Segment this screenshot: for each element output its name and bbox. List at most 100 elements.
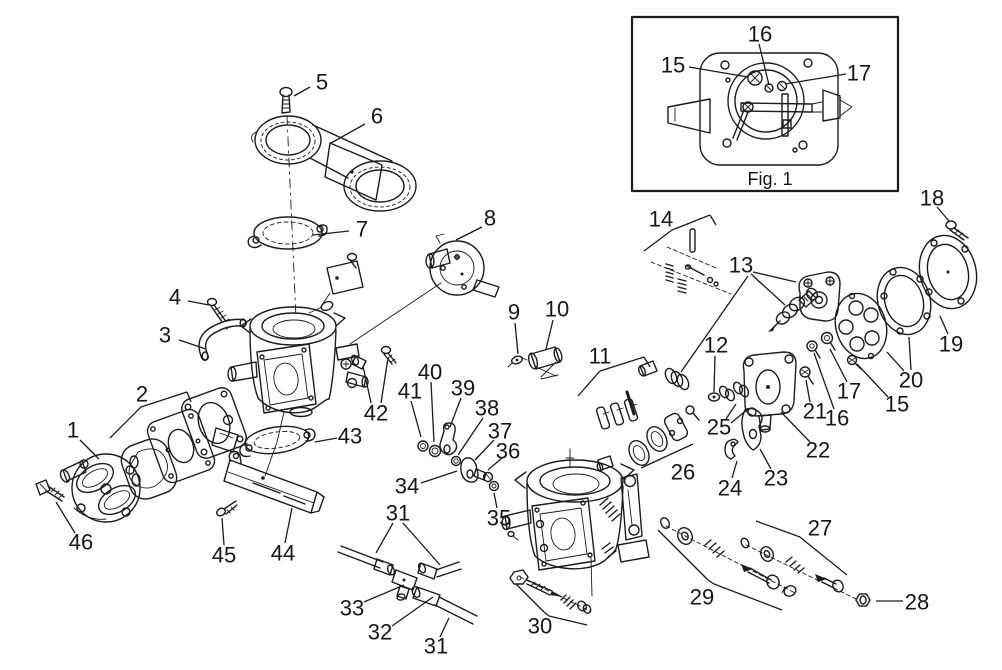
part-26-gasket-set	[628, 405, 700, 466]
callout-23: 23	[764, 466, 788, 491]
part-29-needle-kit	[659, 517, 797, 597]
leader-line-36	[487, 457, 503, 471]
leader-line-46	[55, 501, 76, 534]
callout-42: 42	[364, 401, 388, 426]
part-23-lever	[741, 407, 763, 451]
part-7-gasket	[247, 216, 328, 250]
callout-12: 12	[704, 333, 728, 358]
callout-17: 17	[837, 379, 861, 404]
callout-29: 29	[690, 585, 714, 610]
part-34-to-41-hardware	[417, 422, 500, 492]
callout-3: 3	[159, 323, 171, 348]
callout-36: 36	[496, 439, 520, 464]
leader-line-39	[449, 397, 462, 428]
fig1-caption: Fig. 1	[747, 169, 792, 189]
leader-line-13	[680, 275, 749, 373]
callout-45: 45	[212, 543, 236, 568]
assembly-axis-line-2	[264, 411, 285, 477]
leader-line-20	[886, 351, 905, 372]
leader-line-23	[759, 448, 772, 470]
callout-37: 37	[488, 419, 512, 444]
leader-line-35	[493, 492, 498, 509]
callout-17: 17	[847, 61, 871, 86]
callout-7: 7	[356, 217, 368, 242]
leader-line-40	[430, 381, 435, 443]
leader-line-29	[657, 529, 709, 581]
callout-16: 16	[825, 406, 849, 431]
callout-32: 32	[368, 620, 392, 645]
carburetor-body-1	[211, 306, 369, 453]
callout-31: 31	[386, 501, 410, 526]
leader-line-26	[666, 443, 694, 457]
callout-30: 30	[528, 614, 552, 639]
leader-line-1	[79, 439, 100, 460]
part-30-adjuster-kit	[509, 569, 592, 614]
part-11-jet-kit	[595, 360, 658, 430]
leader-line-45	[221, 517, 225, 546]
callout-43: 43	[338, 424, 362, 449]
leader-line-2	[140, 391, 188, 408]
callout-25: 25	[707, 415, 731, 440]
callout-8: 8	[484, 206, 496, 231]
callout-40: 40	[418, 360, 442, 385]
leader-line-15	[856, 363, 889, 398]
leader-line-32	[391, 596, 434, 627]
part-14-repair-kit	[650, 228, 732, 295]
part-44-plate	[223, 450, 325, 514]
part-33-tee-fitting	[391, 569, 418, 601]
callout-13: 13	[729, 253, 753, 278]
part-19-diaphragm-plate	[918, 234, 978, 310]
leader-line-30	[548, 615, 588, 626]
part-20-plate-and-gasket	[834, 266, 932, 360]
leader-line-41	[410, 400, 422, 438]
leader-line-17	[784, 73, 847, 85]
part-28-cap-nut	[855, 593, 871, 607]
leader-line-19	[939, 315, 949, 335]
callout-27: 27	[808, 516, 832, 541]
leader-line-11	[599, 356, 645, 372]
leader-line-11	[643, 356, 651, 368]
leader-line-17	[829, 348, 848, 383]
leader-line-29	[707, 579, 715, 585]
leader-line-10	[545, 319, 554, 350]
leader-line-30	[543, 611, 550, 617]
callout-15: 15	[661, 53, 685, 78]
leader-line-25	[725, 403, 737, 420]
leader-line-3	[178, 339, 207, 350]
callout-14: 14	[649, 207, 673, 232]
leader-line-31	[402, 522, 441, 566]
leader-line-42	[380, 357, 389, 404]
leader-line-9	[514, 322, 519, 355]
callout-11: 11	[589, 344, 612, 369]
leader-line-26	[640, 455, 668, 469]
leader-line-27	[755, 520, 801, 538]
leader-line-33	[363, 584, 405, 603]
part-43-gasket	[239, 425, 316, 458]
callout-21: 21	[803, 399, 827, 424]
callout-28: 28	[905, 590, 929, 615]
leader-line-7	[312, 230, 350, 236]
cover-alignment-line	[349, 282, 442, 345]
callout-5: 5	[316, 70, 328, 95]
callout-31: 31	[424, 634, 448, 659]
callout-26: 26	[671, 460, 695, 485]
part-45-screw	[216, 500, 238, 517]
leader-line-20	[908, 336, 912, 371]
leader-line-27	[805, 541, 848, 576]
callout-41: 41	[398, 379, 422, 404]
callout-33: 33	[340, 596, 364, 621]
callout-19: 19	[939, 332, 963, 357]
leader-line-13	[752, 271, 797, 283]
part-25-spacers	[718, 381, 750, 402]
diagram-artwork	[35, 15, 978, 625]
leader-line-38	[457, 417, 484, 456]
callout-39: 39	[451, 376, 475, 401]
leader-line-11	[577, 370, 601, 397]
leader-line-24	[731, 460, 738, 479]
leader-line-25	[730, 408, 749, 424]
leader-line-18	[936, 206, 950, 222]
leader-line-29	[713, 583, 783, 611]
part-1-pump-cover	[59, 453, 141, 523]
